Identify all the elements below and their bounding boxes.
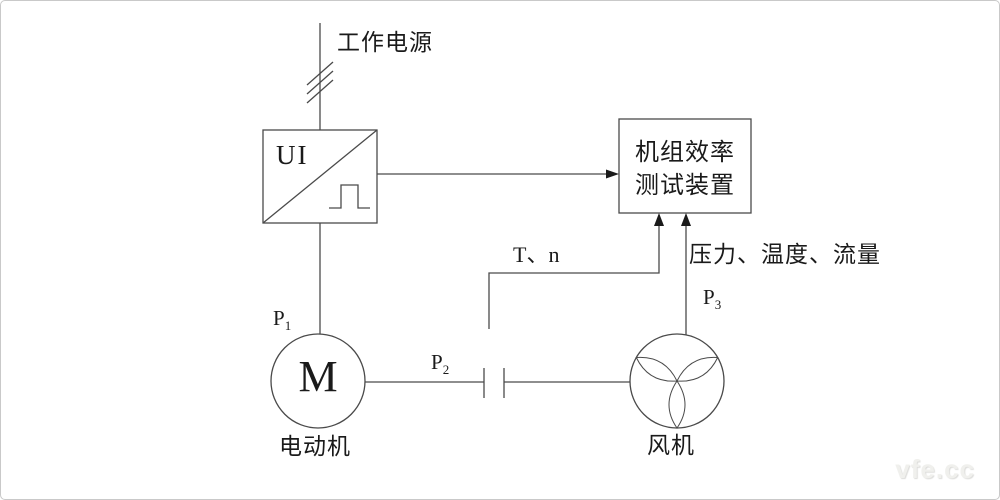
p1-label: P1 <box>273 306 292 334</box>
motor-name-label: 电动机 <box>279 434 351 459</box>
p2-sub: 2 <box>442 362 450 378</box>
arrowhead-right-icon <box>606 169 619 179</box>
power-supply-label: 工作电源 <box>337 30 433 55</box>
power-meter-diagonal <box>262 129 378 224</box>
p1-base: P <box>273 306 285 330</box>
torque-speed-label: T、n <box>513 242 560 267</box>
test-device-box <box>618 118 752 214</box>
fan-name-label: 风机 <box>647 433 695 458</box>
p3-sub: 3 <box>714 297 722 313</box>
p2-base: P <box>431 350 443 374</box>
motor-symbol-label: M <box>298 352 338 401</box>
test-device-label-line2: 测试装置 <box>635 173 735 199</box>
p2-label: P2 <box>431 350 450 378</box>
fan-blades-icon <box>635 356 719 429</box>
p3-label: P3 <box>703 285 722 313</box>
p1-sub: 1 <box>284 318 292 334</box>
arrowhead-up-tn-icon <box>654 213 664 226</box>
torque-speed-signal-line <box>488 225 660 329</box>
arrowhead-up-flow-icon <box>681 213 691 226</box>
motor-circle <box>270 333 366 429</box>
three-phase-slashes-icon <box>306 61 334 104</box>
power-meter-label: UI <box>276 140 309 170</box>
flow-params-label: 压力、温度、流量 <box>689 242 881 267</box>
test-device-label: 机组效率 测试装置 <box>619 127 751 213</box>
test-device-label-line1: 机组效率 <box>635 140 735 166</box>
coupling-icon <box>483 368 505 398</box>
pulse-icon <box>329 184 370 209</box>
watermark: vfe.cc <box>895 454 975 484</box>
p3-base: P <box>703 285 715 309</box>
